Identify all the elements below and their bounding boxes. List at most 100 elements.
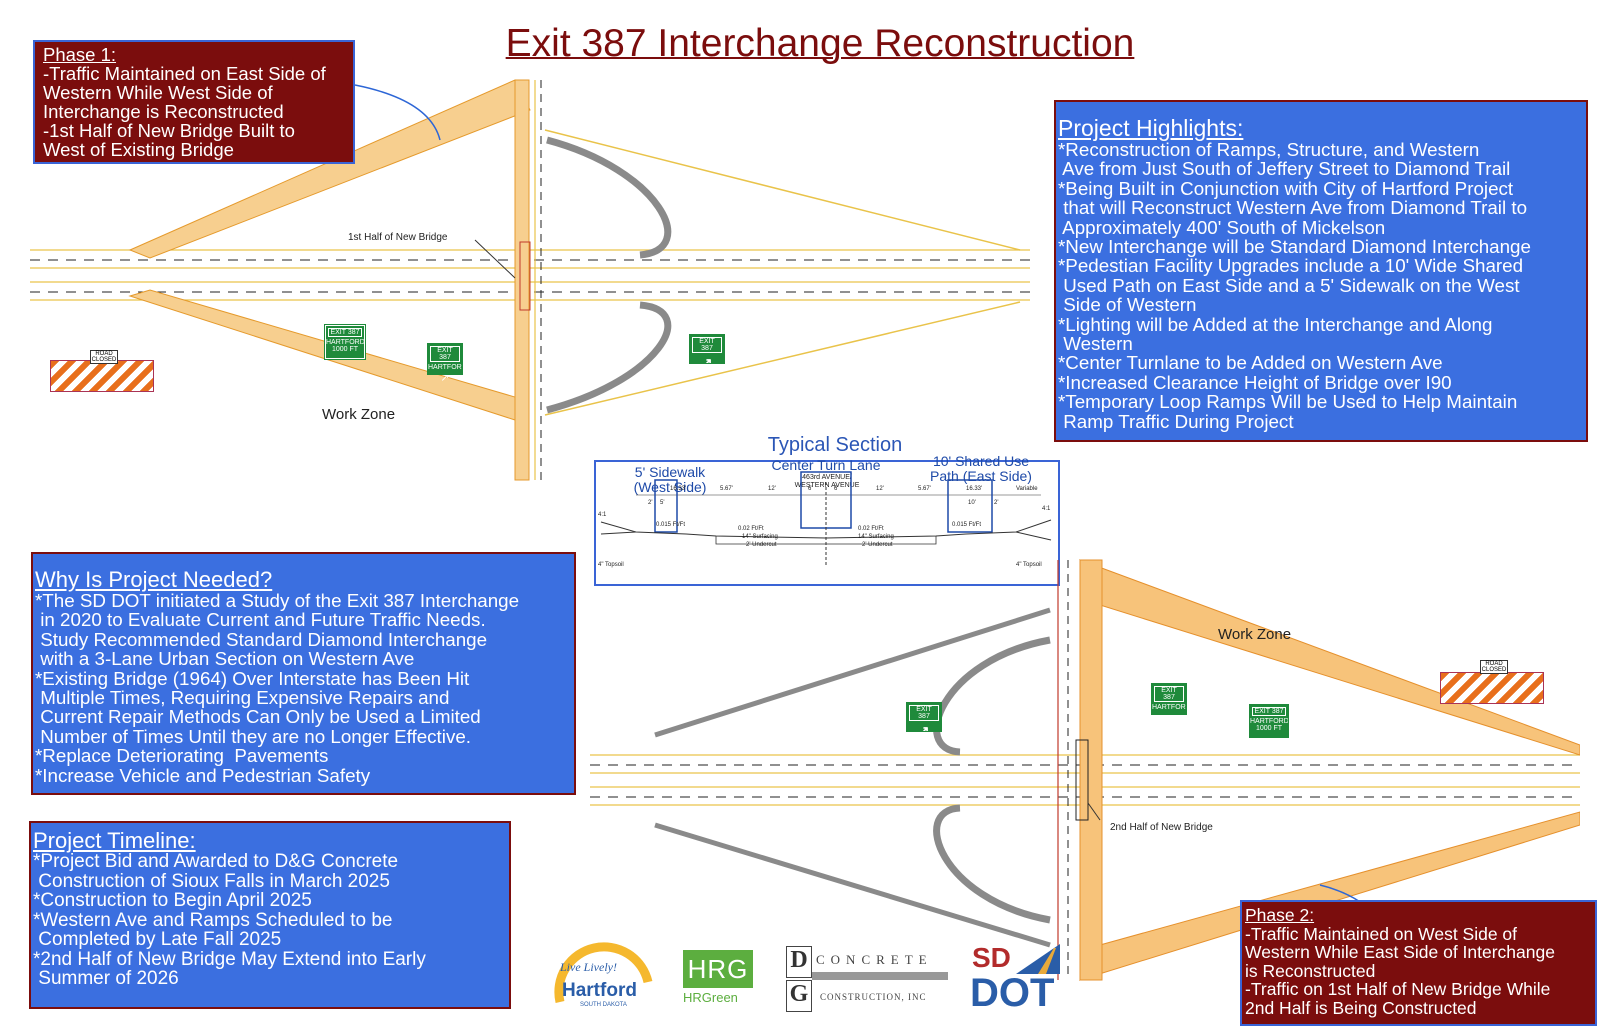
loop-sw <box>933 804 1051 924</box>
why-line: *The SD DOT initiated a Study of the Exi… <box>35 590 520 611</box>
hartford-logo: Live Lively! Hartford SOUTH DAKOTA <box>552 942 656 1012</box>
road-closed-sign-2: ROAD CLOSED <box>1480 660 1508 674</box>
road-closed-barricade-2 <box>1440 672 1544 704</box>
exit-sign-1000ft-2: EXIT 387 HARTFORD 1000 FT <box>1249 704 1289 738</box>
note-label: 2' Undercut <box>746 542 777 548</box>
hrg-mark: HRG <box>683 950 753 988</box>
note-label: 4:1 <box>598 512 607 518</box>
sign-exit-text: EXIT 387 <box>1252 707 1286 716</box>
sign-city-text: HARTFORD <box>326 339 365 346</box>
sign-arrow-icon: ↗ <box>440 372 450 384</box>
why-needed-box: Why Is Project Needed? *The SD DOT initi… <box>31 552 576 795</box>
shared-path-label: 10' Shared Use Path (East Side) <box>930 453 1032 484</box>
project-highlights-box: Project Highlights: *Reconstruction of R… <box>1054 100 1588 442</box>
work-zone-label-1: Work Zone <box>322 406 396 423</box>
sign-arrow-icon: ↗ <box>701 355 713 370</box>
timeline-line: *2nd Half of New Bridge May Extend into … <box>33 948 426 970</box>
sd-dot-logo: SD DOT <box>970 942 1066 1016</box>
note-label: 0.015 Ft/Ft <box>656 522 686 528</box>
phase2-line: -Traffic on 1st Half of New Bridge While <box>1245 979 1551 999</box>
why-heading: Why Is Project Needed? <box>35 567 273 592</box>
phase2-box: Phase 2: -Traffic Maintained on West Sid… <box>1240 900 1597 1026</box>
dim-label: 5.67' <box>918 486 931 492</box>
highlight-line: Used Path on East Side and a 5' Sidewalk… <box>1058 274 1520 296</box>
exit-sign-arrow-4: EXIT 387 HARTFORD ↗ <box>1151 683 1191 724</box>
phase1-box: Phase 1: -Traffic Maintained on East Sid… <box>33 40 355 164</box>
why-line: with a 3-Lane Urban Section on Western A… <box>35 648 415 670</box>
dg-g-letter: G <box>786 980 812 1012</box>
dg-line1: CONCRETE <box>816 952 933 967</box>
road-closed-barricade-1 <box>50 360 154 392</box>
dim-label: 12' <box>768 486 776 492</box>
dg-line2: CONSTRUCTION, INC <box>820 992 927 1002</box>
phase1-line: -1st Half of New Bridge Built to <box>43 120 295 141</box>
hrgreen-name: HRGreen <box>683 990 738 1005</box>
sign-exit-text: EXIT 387 <box>430 346 460 362</box>
why-line: Study Recommended Standard Diamond Inter… <box>35 628 488 650</box>
why-line: Current Repair Methods Can Only be Used … <box>35 706 481 728</box>
sign-exit-text: EXIT 387 <box>1154 686 1184 702</box>
note-label: 0.015 Ft/Ft <box>952 522 982 528</box>
first-half-bridge <box>519 241 531 311</box>
why-line: Multiple Times, Requiring Expensive Repa… <box>35 687 450 709</box>
work-zone-label-2: Work Zone <box>1218 626 1292 643</box>
nw-ramp <box>654 607 1051 738</box>
note-label: 5' <box>660 500 665 506</box>
dim-label: 6' <box>808 486 813 492</box>
western-ave-work <box>514 79 530 481</box>
phase2-line: 2nd Half is Being Constructed <box>1245 997 1477 1018</box>
sign-exit-text: EXIT 387 <box>692 337 722 353</box>
sign-arrow-icon: ↗ <box>918 723 930 738</box>
timeline-line: *Project Bid and Awarded to D&G Concrete <box>33 851 399 872</box>
timeline-line: Completed by Late Fall 2025 <box>33 929 282 950</box>
sddot-sd: SD <box>972 942 1011 973</box>
highlight-line: *New Interchange will be Standard Diamon… <box>1058 236 1531 258</box>
dim-label: Variable <box>1016 486 1038 492</box>
note-label: 14" Surfacing <box>858 534 894 540</box>
why-line: in 2020 to Evaluate Current and Future T… <box>35 609 486 631</box>
road-name-label: 463rd AVENUE/ WESTERN AVENUE <box>794 474 860 489</box>
phase2-map <box>590 559 1580 981</box>
sddot-road-icon <box>1016 944 1060 974</box>
ne-ramp <box>544 129 1021 251</box>
note-label: 10' <box>968 500 976 506</box>
phase2-line: is Reconstructed <box>1245 960 1376 981</box>
highlight-line: *Increased Clearance Height of Bridge ov… <box>1058 371 1452 393</box>
western-ave-work-2 <box>1079 559 1103 981</box>
hrgreen-logo: HRG HRGreen <box>683 950 763 1010</box>
loop-se <box>546 301 672 414</box>
phase2-line: Western While East Side of Interchange <box>1245 942 1555 962</box>
sidewalk-label: 5' Sidewalk (West Side) <box>633 464 707 495</box>
dim-label: 16.33' <box>670 486 687 492</box>
center-turn-lane-label: Center Turn Lane <box>771 457 881 473</box>
phase2-heading: Phase 2: <box>1245 905 1315 925</box>
sign-city-text: HARTFORD <box>428 364 467 371</box>
sign-dist-text: 1000 FT <box>331 346 359 353</box>
work-zone-ramp-nw <box>128 79 531 259</box>
phase1-heading: Phase 1: <box>43 44 117 65</box>
sw-ramp <box>654 822 1051 948</box>
sign-exit-text: EXIT 387 <box>328 328 362 337</box>
highlight-line: Side of Western <box>1058 294 1197 316</box>
exit-sign-1000ft-1: EXIT 387 HARTFORD 1000 FT <box>324 324 366 360</box>
sign-dist-text: 1000 FT <box>1255 725 1283 732</box>
highlight-line: Approximately 400' South of Mickelson <box>1058 216 1386 238</box>
hartford-tagline: Live Lively! <box>560 960 617 974</box>
phase2-line: -Traffic Maintained on West Side of <box>1245 923 1518 944</box>
second-half-bridge-label: 2nd Half of New Bridge <box>1110 822 1213 833</box>
highlight-line: *Center Turnlane to be Added on Western … <box>1058 352 1443 374</box>
dim-label: 16.33' <box>966 486 983 492</box>
sign-city-text: HARTFORD <box>1250 718 1289 725</box>
typical-section-box: 5' Sidewalk (West Side) Center Turn Lane… <box>594 454 1060 586</box>
timeline-heading: Project Timeline: <box>33 828 196 853</box>
project-timeline-box: Project Timeline: *Project Bid and Award… <box>29 821 511 1009</box>
note-label: 2' <box>994 500 999 506</box>
note-label: 2' Undercut <box>862 542 893 548</box>
sddot-dot: DOT <box>970 971 1055 1015</box>
note-label: 2' <box>648 500 653 506</box>
why-line: *Replace Deteriorating Pavements <box>35 745 329 767</box>
highlight-line: Ave from Just South of Jeffery Street to… <box>1058 158 1511 180</box>
road-closed-sign-1: ROAD CLOSED <box>90 350 118 364</box>
phase1-line: Western While West Side of <box>43 82 273 103</box>
dg-d-letter: D <box>786 946 812 978</box>
